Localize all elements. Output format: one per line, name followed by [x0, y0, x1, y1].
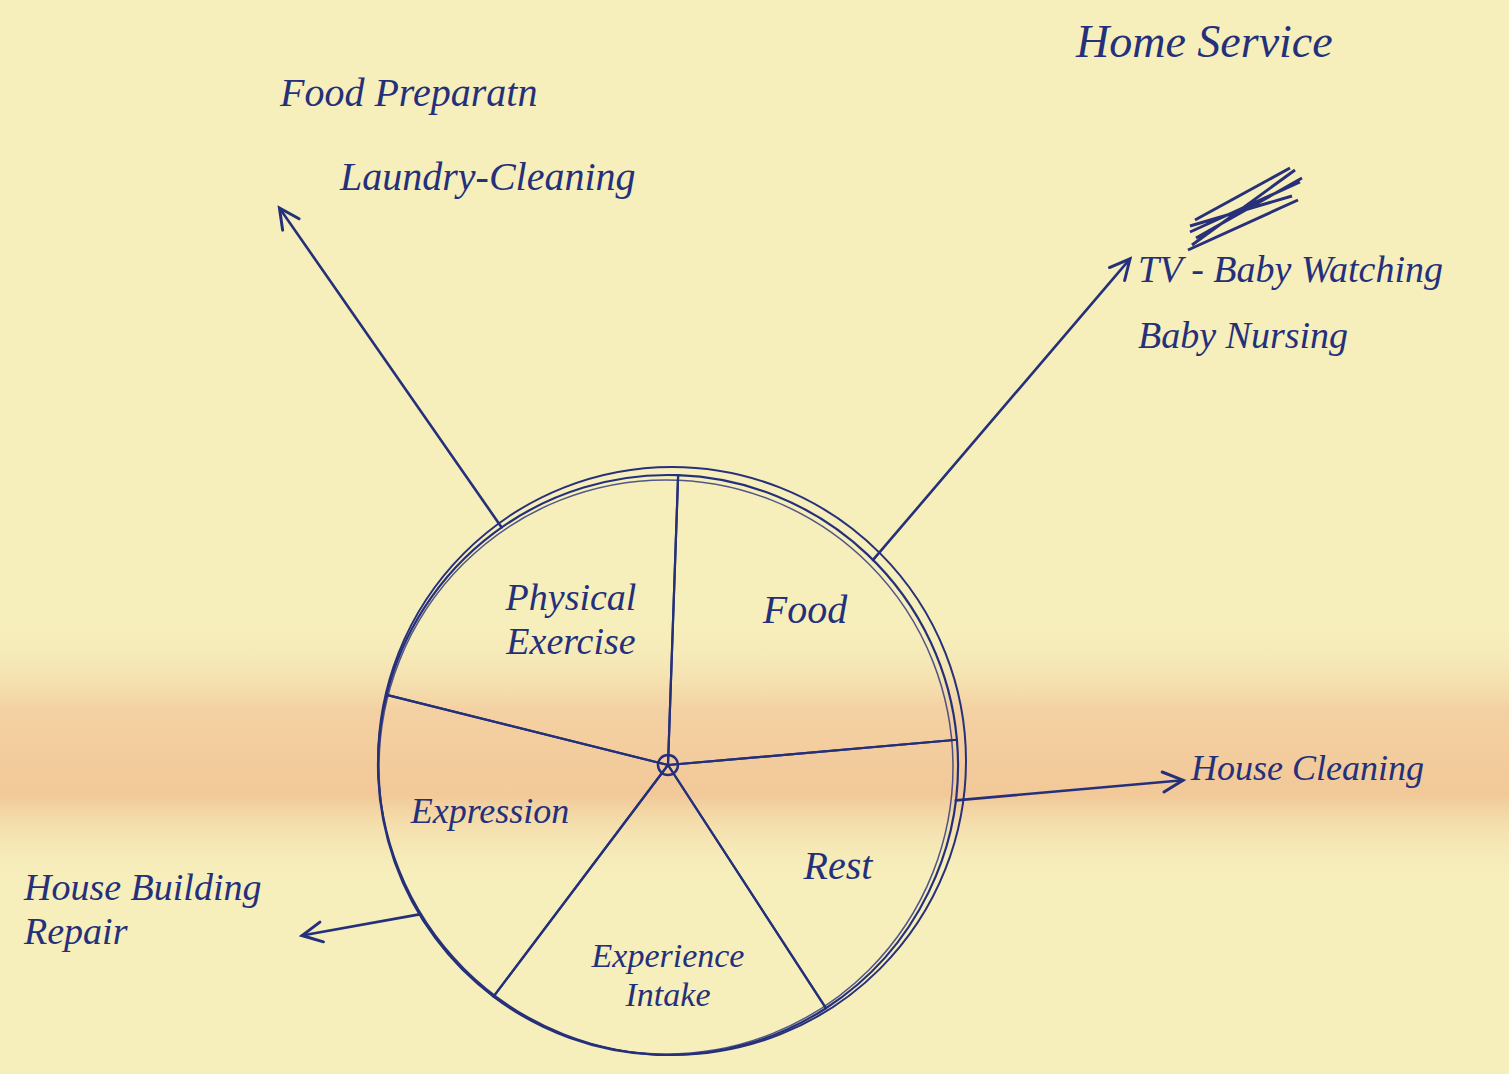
activity-group: Food PreparatnLaundry-Cleaning — [272, 62, 644, 208]
activity-group: House Building Repair — [16, 858, 302, 961]
arrow-connector — [279, 208, 501, 527]
activity-text: TV - Baby Watching — [1138, 248, 1443, 292]
heading-note: Home Service — [1076, 16, 1333, 69]
activity-text: Food Preparatn — [280, 70, 636, 116]
sector-wedge — [668, 475, 957, 765]
crossed-out-scribble — [1188, 168, 1302, 250]
activity-text: Baby Nursing — [1138, 314, 1443, 358]
circle-outline — [379, 480, 953, 1054]
circle-sector: Physical Exercise — [382, 471, 683, 769]
sector-wedge — [387, 475, 679, 765]
sector-label: Rest — [804, 843, 873, 889]
sector-label: Experience Intake — [573, 936, 763, 1014]
arrow-connector — [302, 914, 419, 935]
sector-label: Food — [763, 587, 847, 633]
sector-label: Physical Exercise — [476, 576, 666, 663]
activity-text: House Building Repair — [24, 866, 294, 953]
circle-sector: Food — [664, 471, 961, 769]
activity-text: House Cleaning — [1191, 748, 1424, 789]
activity-text: Laundry-Cleaning — [340, 154, 636, 200]
arrow-connector — [956, 780, 1183, 800]
sector-wedge — [493, 765, 825, 1055]
arrow-connector — [873, 259, 1130, 560]
activity-group: House Cleaning — [1183, 740, 1432, 797]
activity-group: TV - Baby WatchingBaby Nursing — [1130, 240, 1451, 365]
sector-wedge — [668, 740, 958, 1008]
sector-label: Expression — [411, 791, 570, 832]
